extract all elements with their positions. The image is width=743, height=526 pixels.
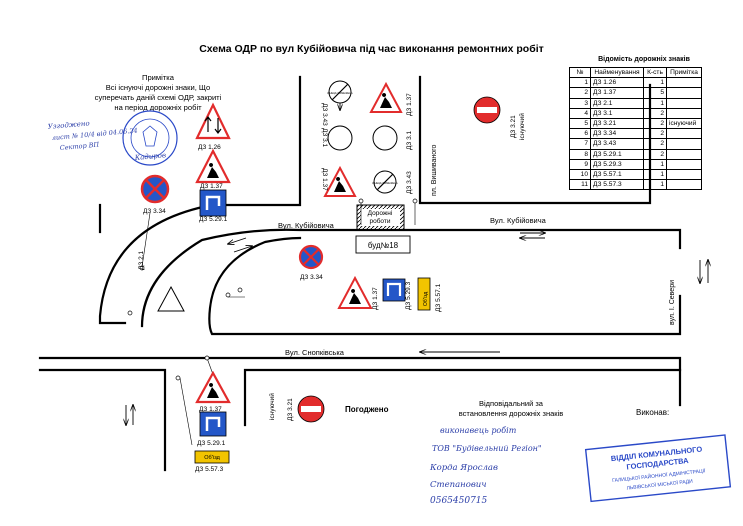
sign-5-29-1-icon [199, 411, 227, 437]
sign-label: ДЗ 3.1 [406, 130, 413, 150]
building-label: буд№18 [368, 241, 399, 250]
road-edge [38, 356, 682, 407]
sign-5-29-3-icon [382, 278, 406, 302]
flow-arrow [233, 246, 252, 253]
note-line: суперечать даній схемі ОДР, закриті [94, 93, 222, 102]
sign-label: ДЗ 3.43 [406, 171, 413, 194]
sign-text: Об'їзд [423, 292, 429, 306]
street-label-kubiiovycha: Вул. Кубійовича [278, 221, 335, 230]
sign-label: ДЗ 5.29.1 [197, 440, 226, 447]
sign-1-37-icon [195, 148, 231, 184]
sign-1-37-icon [323, 165, 357, 197]
table-cell [666, 179, 702, 191]
work-zone-label: роботи [369, 217, 390, 225]
sign-5-29-1-icon [199, 189, 227, 217]
sign-pole [204, 355, 210, 361]
sign-label: ДЗ 1.37 [321, 168, 328, 191]
flow-arrow [228, 237, 247, 244]
street-label-vyshyvanoho: пл. Вишиваного [431, 144, 438, 196]
sign-label: ДЗ 1.26 [198, 144, 221, 151]
sign-3-1-icon [327, 125, 353, 151]
sign-text: КІНЕЦЬ ОБМЕЖЕНЬ [327, 91, 353, 95]
handwriting-line: виконавець робіт [440, 426, 517, 435]
road-edge [208, 236, 682, 336]
sign-label: ДЗ 3.34 [300, 274, 323, 281]
sign-label: ДЗ 5.29.3 [405, 281, 412, 310]
sign-text: Об'їзд [204, 455, 220, 461]
street-label-kubiiovycha: Вул. Кубійовича [490, 216, 547, 225]
road-edge [38, 368, 167, 472]
agreed-label: Погоджено [345, 405, 389, 414]
sign-label: ДЗ 3.21 [510, 115, 517, 138]
sign-label: ДЗ 2.1 [138, 250, 145, 270]
sign-pole [175, 375, 181, 381]
sign-2-1-icon [157, 285, 185, 312]
police-handwriting: Узгоджено лист № 10/4 від 04.06.24 Секто… [47, 119, 166, 162]
handwriting-line: Сектор ВП [59, 141, 99, 152]
building [355, 235, 411, 254]
responsible-label: Відповідальний за [479, 399, 544, 408]
street-label-severy: вул. І. Севери [669, 280, 676, 325]
sign-5-57-1-icon: Об'їзд [417, 277, 431, 311]
handwriting-line: Кадиров [133, 151, 166, 162]
signs-table-caption: Відомість дорожніх знаків [598, 56, 690, 63]
handwriting-line: Степанович [430, 480, 487, 490]
handwriting-line: Корда Ярослав [429, 463, 498, 473]
note-heading: Примітка [141, 73, 175, 82]
sign-1-37-icon [195, 370, 231, 404]
sign-1-37-icon [337, 275, 373, 309]
street-label-snopkivska: Вул. Снопківська [285, 348, 345, 357]
sign-3-21-icon [297, 395, 325, 423]
road-edge [140, 228, 682, 328]
sign-1-26-icon [195, 102, 231, 140]
sign-1-37-icon [369, 81, 403, 113]
sign-3-34-icon [298, 244, 324, 270]
handwriting-line: Узгоджено [47, 119, 90, 131]
sign-label: ДЗ 1.37 [372, 287, 379, 310]
sign-label: ДЗ 5.57.3 [195, 466, 224, 473]
sign-3-43-icon: КІНЕЦЬ ОБМЕЖЕНЬ [372, 170, 398, 194]
road-edge [243, 368, 682, 427]
note-line: на період дорожніх робіт [114, 103, 202, 112]
handwriting-line: 0565450715 [430, 496, 488, 506]
handwritten-contact: виконавець робіт ТОВ "Будівельний Регіон… [429, 426, 542, 506]
sign-5-57-3-icon: Об'їзд [194, 450, 230, 464]
sign-3-1-icon [372, 125, 398, 151]
sign-3-43-icon: КІНЕЦЬ ОБМЕЖЕНЬ [327, 80, 353, 104]
flow-arrows [126, 102, 708, 425]
note-line: Всі існуючі дорожні знаки, Що [105, 83, 211, 92]
sign-pole [358, 198, 364, 204]
note-block: Примітка Всі існуючі дорожні знаки, Що с… [58, 73, 258, 113]
sign-pole [412, 198, 418, 204]
road-edge [418, 75, 652, 205]
sign-3-34-icon [140, 174, 170, 204]
sign-label: ДЗ 3.1 [321, 128, 328, 148]
sign-label: ДЗ 1.37 [199, 406, 222, 413]
sign-label: ДЗ 5.29.1 [199, 216, 228, 223]
executed-label: Виконав: [636, 408, 669, 417]
sign-label: ДЗ 3.43 [321, 103, 328, 126]
sign-label: ДЗ 1.37 [200, 183, 223, 190]
sign-note: існуючий [268, 393, 276, 420]
sign-pole [127, 310, 133, 316]
sign-label: ДЗ 5.57.1 [435, 283, 442, 312]
page-title: Схема ОДР по вул Кубійовича під час вико… [199, 43, 544, 55]
sign-label: ДЗ 3.21 [287, 398, 294, 421]
sign-pole [139, 265, 145, 271]
responsible-label: встановлення дорожніх знаків [459, 409, 563, 418]
sign-3-21-icon [473, 96, 501, 124]
sign-label: ДЗ 3.34 [143, 208, 166, 215]
sign-note: існуючий [518, 113, 526, 140]
handwriting-line: ТОВ "Будівельний Регіон" [432, 444, 542, 453]
municipal-stamp: ВІДДІЛ КОМУНАЛЬНОГО ГОСПОДАРСТВА ГАЛИЦЬК… [584, 434, 732, 503]
sign-text: КІНЕЦЬ ОБМЕЖЕНЬ [372, 181, 398, 185]
sign-pole [237, 287, 243, 293]
sign-pole [225, 292, 231, 298]
police-stamp-icon [122, 110, 178, 166]
sign-label: ДЗ 1.37 [406, 93, 413, 116]
work-zone-label: Дорожні [368, 209, 393, 217]
